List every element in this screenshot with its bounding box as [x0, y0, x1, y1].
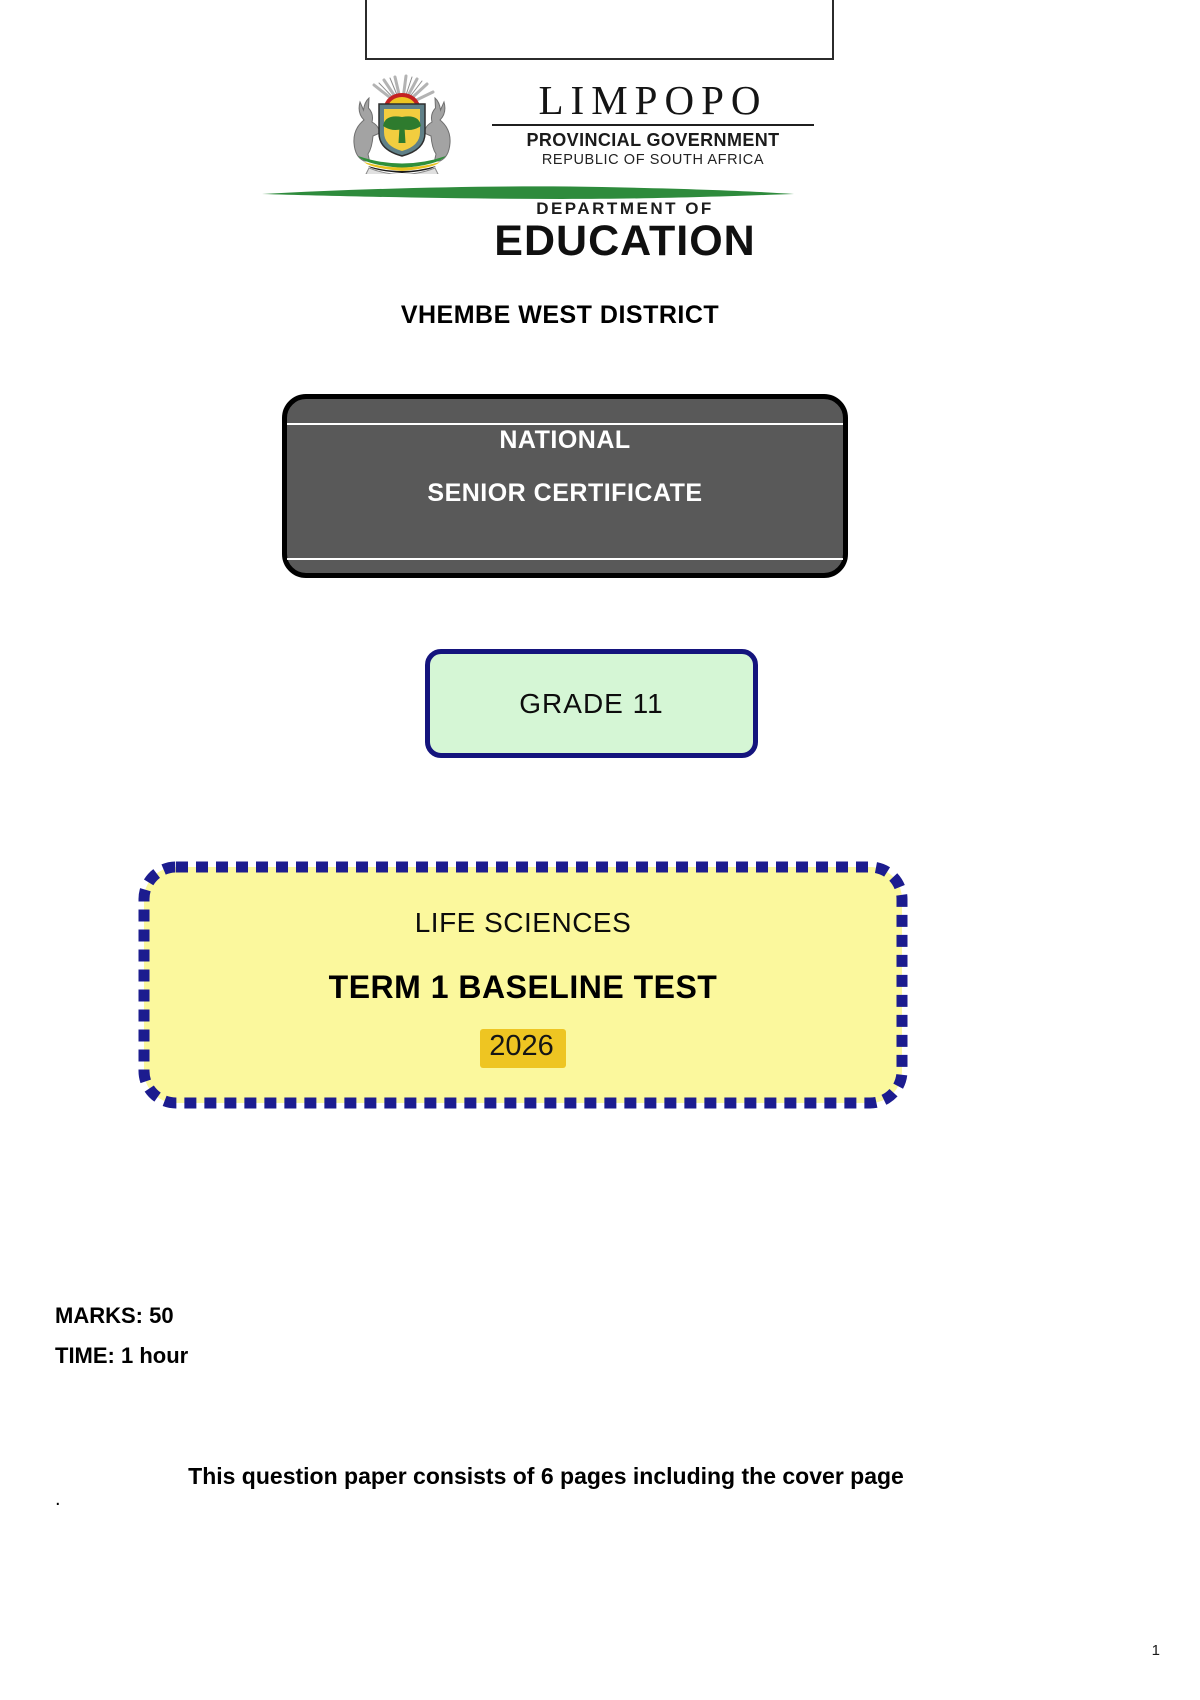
province-underline: [492, 124, 814, 126]
test-year: 2026: [480, 1029, 566, 1068]
time-label: TIME: 1 hour: [55, 1343, 189, 1368]
government-line: PROVINCIAL GOVERNMENT: [526, 130, 780, 150]
provincial-government-header: LIMPOPO PROVINCIAL GOVERNMENT REPUBLIC O…: [492, 80, 814, 168]
department-header: DEPARTMENT OF EDUCATION: [452, 199, 798, 263]
empty-header-box: [365, 0, 834, 60]
certificate-line2: SENIOR CERTIFICATE: [427, 479, 703, 507]
subject-plate-border: [138, 861, 908, 1109]
subject-name: LIFE SCIENCES: [414, 907, 632, 938]
green-swoosh-divider: [262, 186, 794, 199]
page-number: 1: [1151, 1642, 1160, 1659]
pages-note: This question paper consists of 6 pages …: [188, 1463, 904, 1489]
certificate-line1: NATIONAL: [499, 426, 631, 454]
province-name: LIMPOPO: [538, 77, 768, 123]
district-title: VHEMBE WEST DISTRICT: [400, 301, 720, 329]
stray-period: .: [55, 1488, 61, 1510]
grade-plate: GRADE 11: [425, 649, 758, 758]
department-name: EDUCATION: [494, 217, 756, 265]
grade-label: GRADE 11: [519, 687, 664, 719]
certificate-bottom-rule: [287, 558, 843, 560]
subject-plate: LIFE SCIENCES TERM 1 BASELINE TEST 2026: [138, 861, 908, 1109]
certificate-top-rule: [287, 423, 843, 425]
test-title: TERM 1 BASELINE TEST: [328, 969, 718, 1005]
republic-line: REPUBLIC OF SOUTH AFRICA: [541, 152, 765, 168]
limpopo-coat-of-arms: [353, 74, 451, 174]
certificate-plate: NATIONAL SENIOR CERTIFICATE: [282, 394, 848, 578]
year-highlight: 2026: [480, 1029, 566, 1068]
marks-label: MARKS: 50: [55, 1303, 174, 1328]
department-prefix: DEPARTMENT OF: [536, 199, 714, 218]
